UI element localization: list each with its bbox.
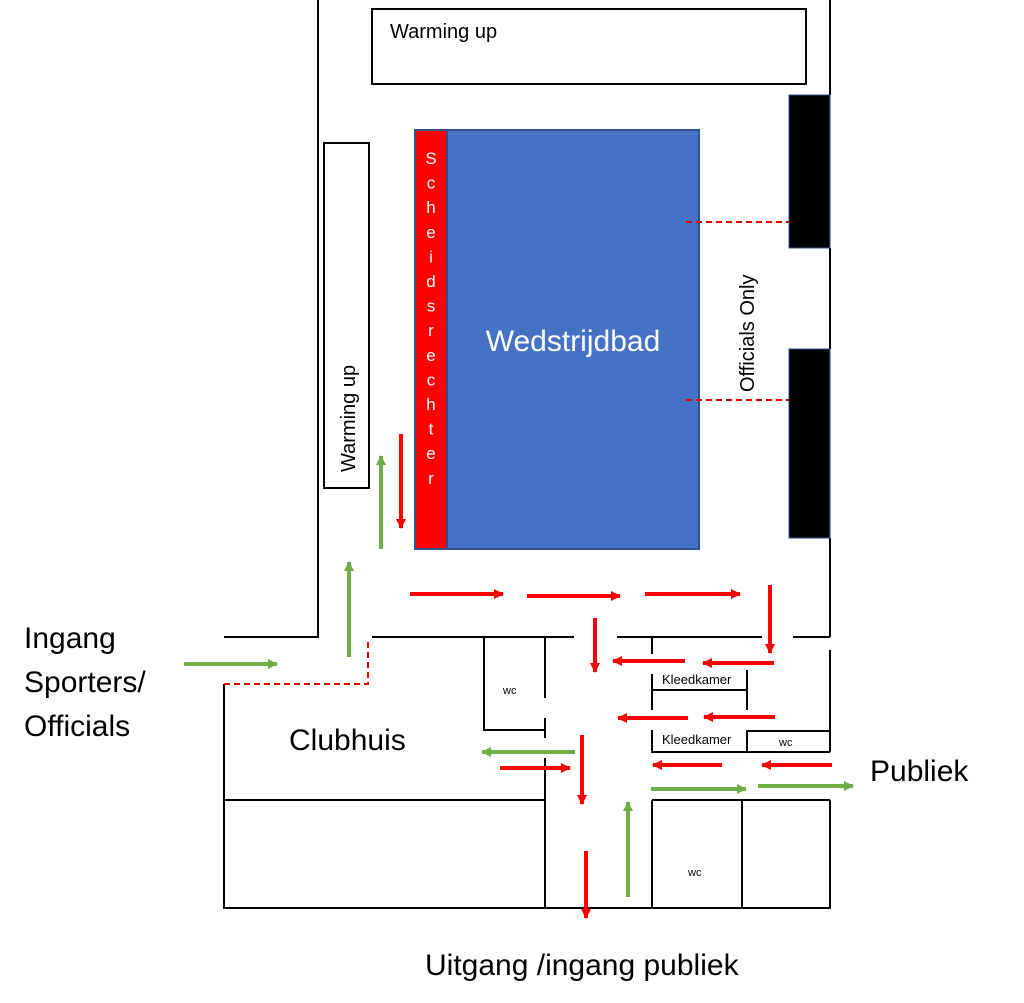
entrance-athletes-line3: Officials bbox=[24, 710, 130, 743]
entrance-athletes-line2: Sporters/ bbox=[24, 666, 146, 699]
wc-2-label: wc bbox=[778, 737, 793, 749]
pool-label: Wedstrijdbad bbox=[486, 325, 661, 358]
exit-public-label: Uitgang /ingang publiek bbox=[425, 949, 740, 982]
officials-area-top bbox=[788, 94, 831, 249]
clubhouse-label: Clubhuis bbox=[289, 724, 406, 757]
officials-only-label: Officials Only bbox=[737, 275, 759, 392]
referee-strip bbox=[414, 129, 448, 550]
dressing-room-1-label: Kleedkamer bbox=[662, 672, 732, 687]
wc-1-label: wc bbox=[502, 685, 517, 697]
entrance-athletes-line1: Ingang bbox=[24, 622, 116, 655]
entrance-dashed-line bbox=[224, 640, 369, 685]
warming-up-left-label: Warming up bbox=[338, 365, 360, 472]
officials-area-bottom bbox=[788, 348, 831, 539]
wc-3-label: wc bbox=[687, 867, 702, 879]
warming-up-top-label: Warming up bbox=[390, 21, 497, 43]
red-arrows bbox=[396, 434, 832, 919]
warming-up-top-area bbox=[371, 8, 807, 85]
competition-pool bbox=[446, 129, 700, 550]
building-walls bbox=[223, 0, 831, 909]
public-label: Publiek bbox=[870, 755, 969, 788]
warming-up-left-area bbox=[323, 142, 370, 489]
green-arrows bbox=[184, 455, 854, 897]
dressing-room-2-label: Kleedkamer bbox=[662, 732, 732, 747]
